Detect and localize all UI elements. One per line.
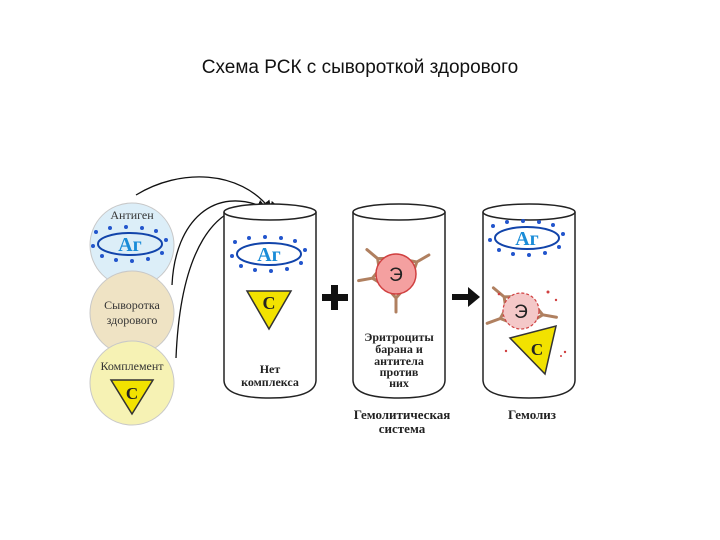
svg-text:Аг: Аг (515, 228, 539, 250)
diagram-title: Схема РСК с сывороткой здорового (201, 57, 519, 78)
svg-text:Аг: Аг (118, 234, 142, 256)
tube2-caption-line1: Эритроциты (364, 330, 434, 344)
tube-3: Аг Э С (482, 203, 576, 399)
erythrocyte-tube2 (375, 253, 417, 295)
complement-triangle-tube1: С (245, 290, 293, 331)
tube2-caption-line2: барана и (375, 342, 423, 356)
complement-triangle-tube3: С (508, 324, 558, 376)
svg-text:С: С (531, 340, 543, 359)
complement-triangle-left: С (109, 379, 155, 416)
right-arrow-icon (452, 287, 480, 307)
svg-text:Аг: Аг (257, 244, 281, 266)
erythrocyte-tube3 (502, 292, 540, 330)
antigen-symbol-left: Аг (91, 225, 168, 263)
antigen-label: Антиген (110, 208, 154, 222)
serum-circle: Сыворотка здорового (89, 270, 175, 356)
erythrocyte-with-antibodies: Э (355, 242, 434, 314)
antigen-circle: Антиген Аг (89, 202, 175, 288)
tube2-caption-line4: против (380, 365, 419, 379)
serum-label-line1: Сыворотка (104, 298, 160, 312)
tube2-caption-line3: антитела (374, 354, 424, 368)
tube1-caption-line1: Нет (260, 362, 281, 376)
lysed-erythrocyte-with-antibodies: Э (483, 280, 567, 357)
plus-icon (322, 285, 348, 310)
tube-2: Э Эритроциты барана и антитела против ни… (352, 203, 446, 399)
tube1-caption-line2: комплекса (241, 375, 299, 389)
antigen-symbol-tube3: Аг (488, 219, 565, 257)
tube-1: Аг С Нет комплекса (223, 203, 317, 399)
hemolytic-system-label-line2: система (379, 421, 426, 436)
complement-label: Комплемент (100, 359, 164, 373)
complement-circle: Комплемент С (89, 340, 175, 426)
svg-text:Э: Э (514, 302, 528, 323)
tube2-caption-line5: них (389, 376, 409, 390)
svg-text:Э: Э (389, 265, 403, 286)
antigen-symbol-tube1: Аг (230, 235, 307, 273)
hemolytic-system-label-line1: Гемолитическая (354, 407, 451, 422)
svg-text:С: С (263, 293, 276, 313)
serum-label-line2: здорового (107, 313, 158, 327)
hemolysis-label: Гемолиз (508, 407, 556, 422)
svg-text:С: С (126, 384, 138, 403)
